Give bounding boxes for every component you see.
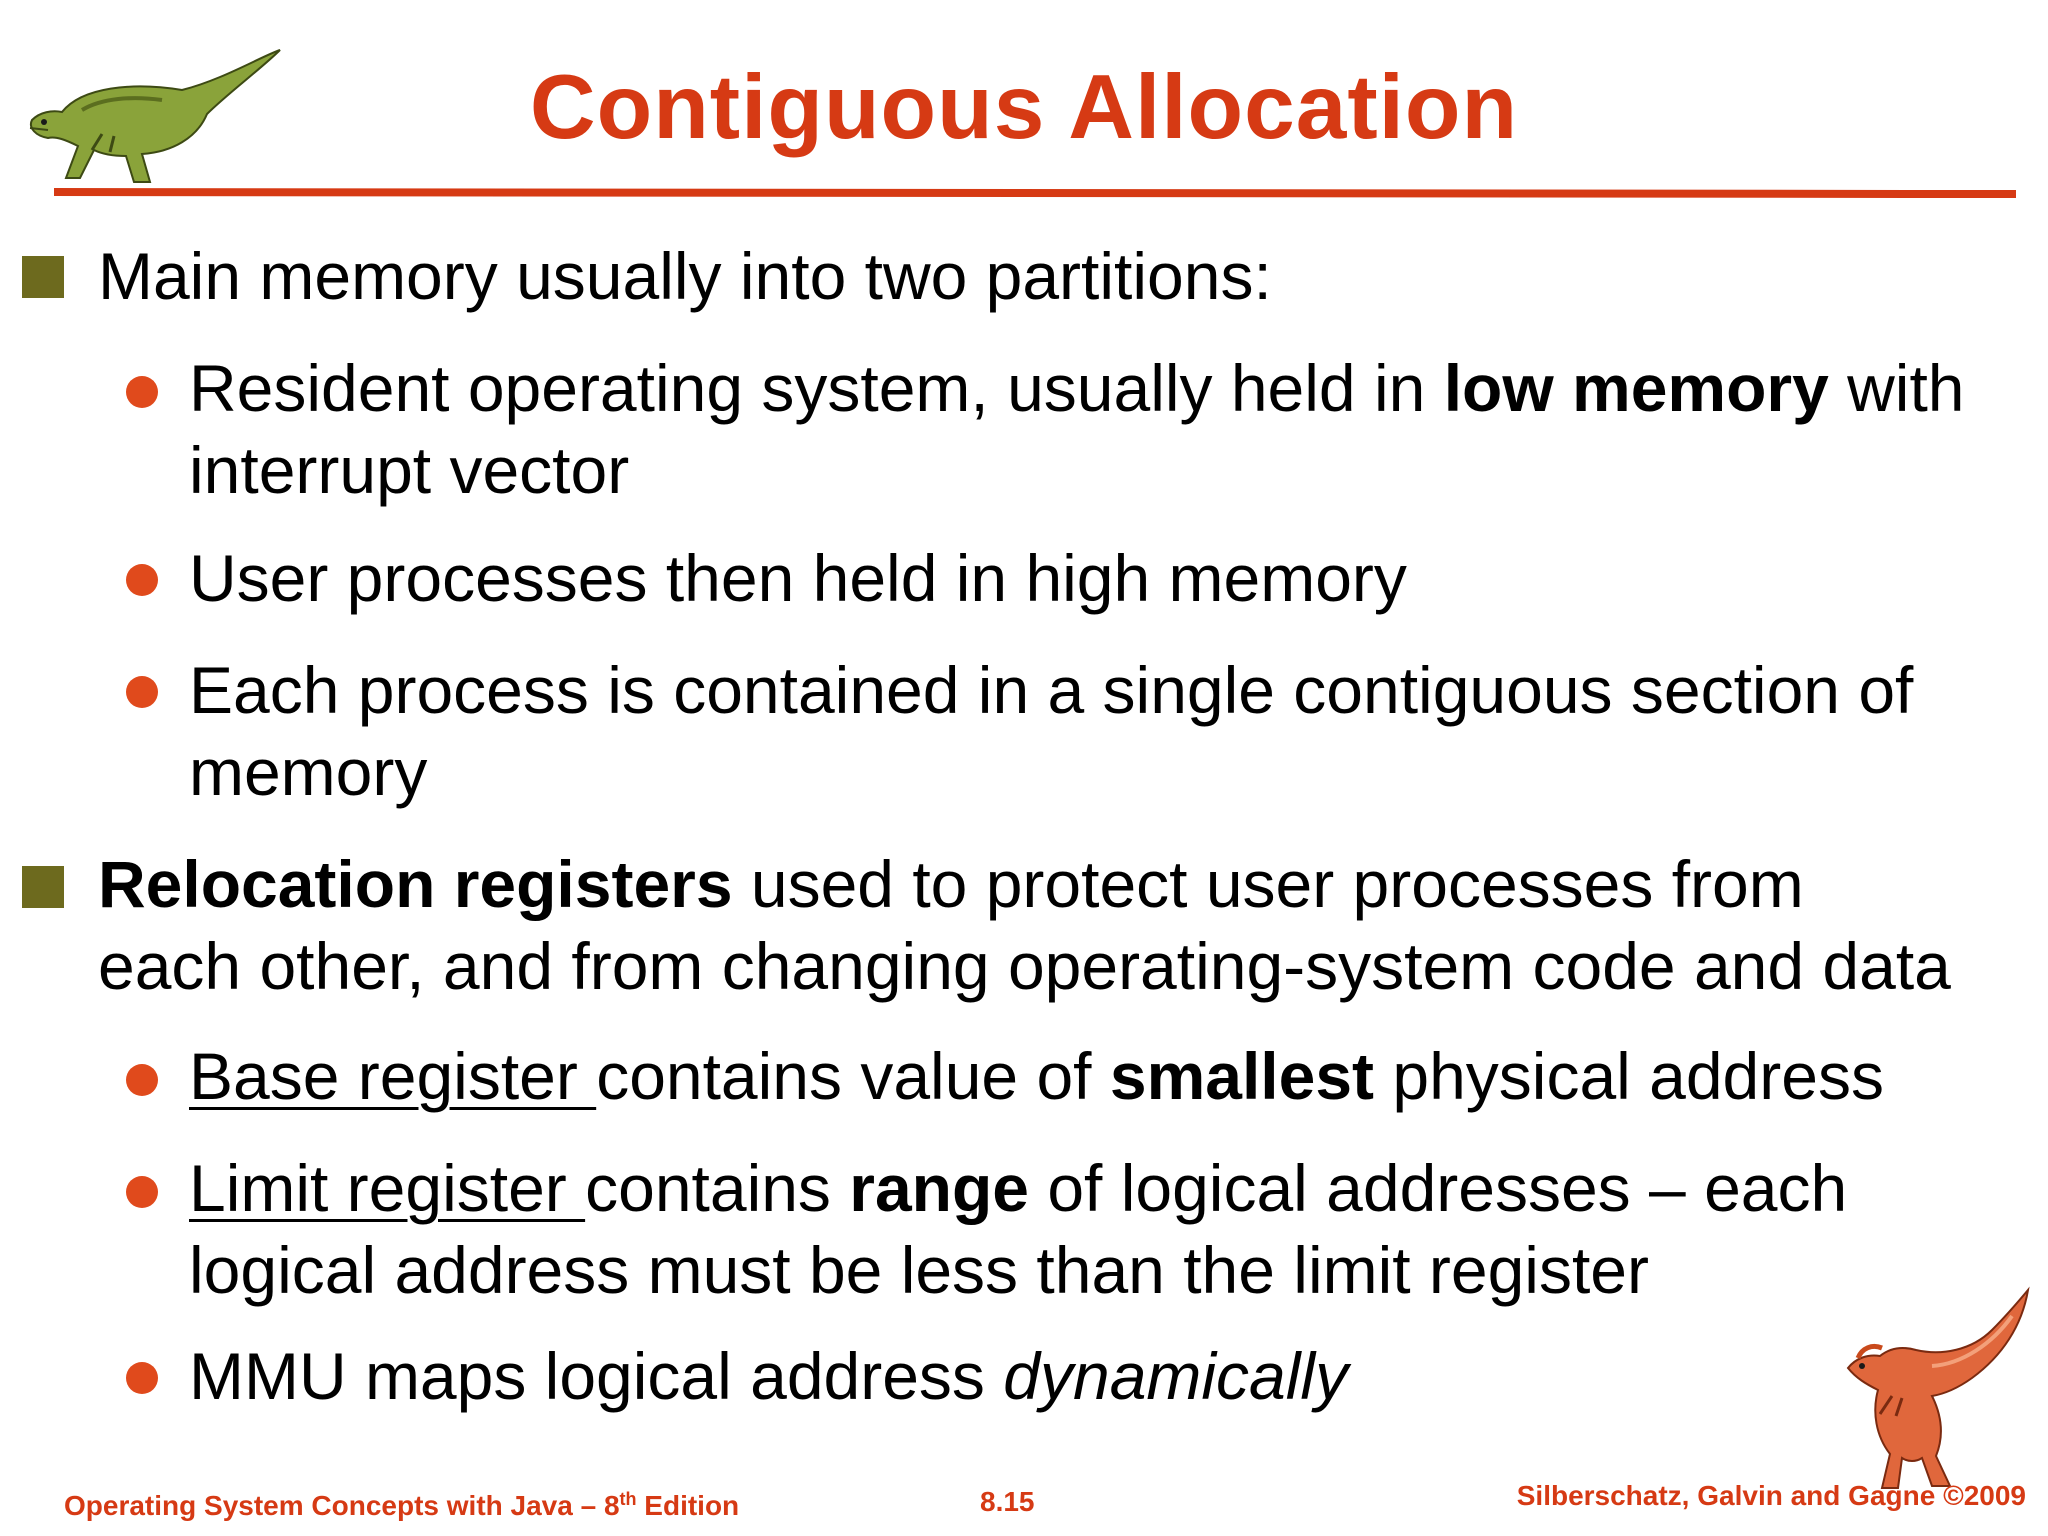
subbullet-resident-os-line2: interrupt vector [189,433,630,507]
subbullet-each-process-line2: memory [189,735,428,809]
text-run: with [1828,351,1965,425]
footer-slide-number: 8.15 [980,1486,1035,1517]
subbullet-resident-os-line1: Resident operating system, usually held … [189,346,1965,430]
footer-copyright: Silberschatz, Galvin and Gagne ©2009 [1516,1480,2026,1511]
dot-bullet-icon [126,564,158,596]
subbullet-limit-register-line2: logical address must be less than the li… [189,1233,1649,1307]
text-run: of logical addresses – each [1029,1151,1848,1225]
dot-bullet-icon [126,676,158,708]
text-run: physical address [1374,1039,1884,1113]
red-dinosaur-icon [1846,1286,2030,1489]
italic-text: dynamically [1003,1339,1349,1413]
text-run: contains [585,1151,850,1225]
text-run: Operating System Concepts with Java – 8 [64,1490,620,1521]
text-run: MMU maps logical address [189,1339,1004,1413]
text-run: Resident operating system, usually held … [189,351,1444,425]
square-bullet-icon [22,256,64,298]
square-bullet-icon [22,866,64,908]
dot-bullet-icon [126,1064,158,1096]
subbullet-each-process-line1: Each process is contained in a single co… [189,653,1914,727]
bullet-relocation-line2: each other, and from changing operating-… [98,929,1951,1003]
bold-text: range [849,1151,1030,1225]
bold-text: low memory [1443,351,1829,425]
underlined-text: Limit register [189,1151,586,1225]
bold-text: Relocation registers [98,847,733,921]
bold-text: smallest [1109,1039,1375,1113]
dot-bullet-icon [126,1176,158,1208]
superscript-text: th [619,1489,637,1509]
subbullet-limit-register-line1: Limit register contains range of logical… [189,1146,1847,1230]
text-run: used to protect user processes from [732,847,1804,921]
text-run: contains value of [596,1039,1110,1113]
dot-bullet-icon [126,1362,158,1394]
subbullet-user-processes: User processes then held in high memory [189,541,1407,615]
subbullet-base-register: Base register contains value of smallest… [189,1034,1884,1118]
underlined-text: Base register [189,1039,597,1113]
title-divider [53,188,2017,199]
footer-book-title: Operating System Concepts with Java – 8t… [64,1490,739,1520]
bullet-main-memory: Main memory usually into two partitions: [98,239,1272,313]
dot-bullet-icon [126,376,158,408]
subbullet-mmu: MMU maps logical address dynamically [189,1334,1348,1418]
text-run: Edition [636,1490,740,1521]
slide-title: Contiguous Allocation [529,57,1519,158]
bullet-relocation-line1: Relocation registers used to protect use… [98,842,1804,926]
green-dinosaur-icon [29,49,281,183]
